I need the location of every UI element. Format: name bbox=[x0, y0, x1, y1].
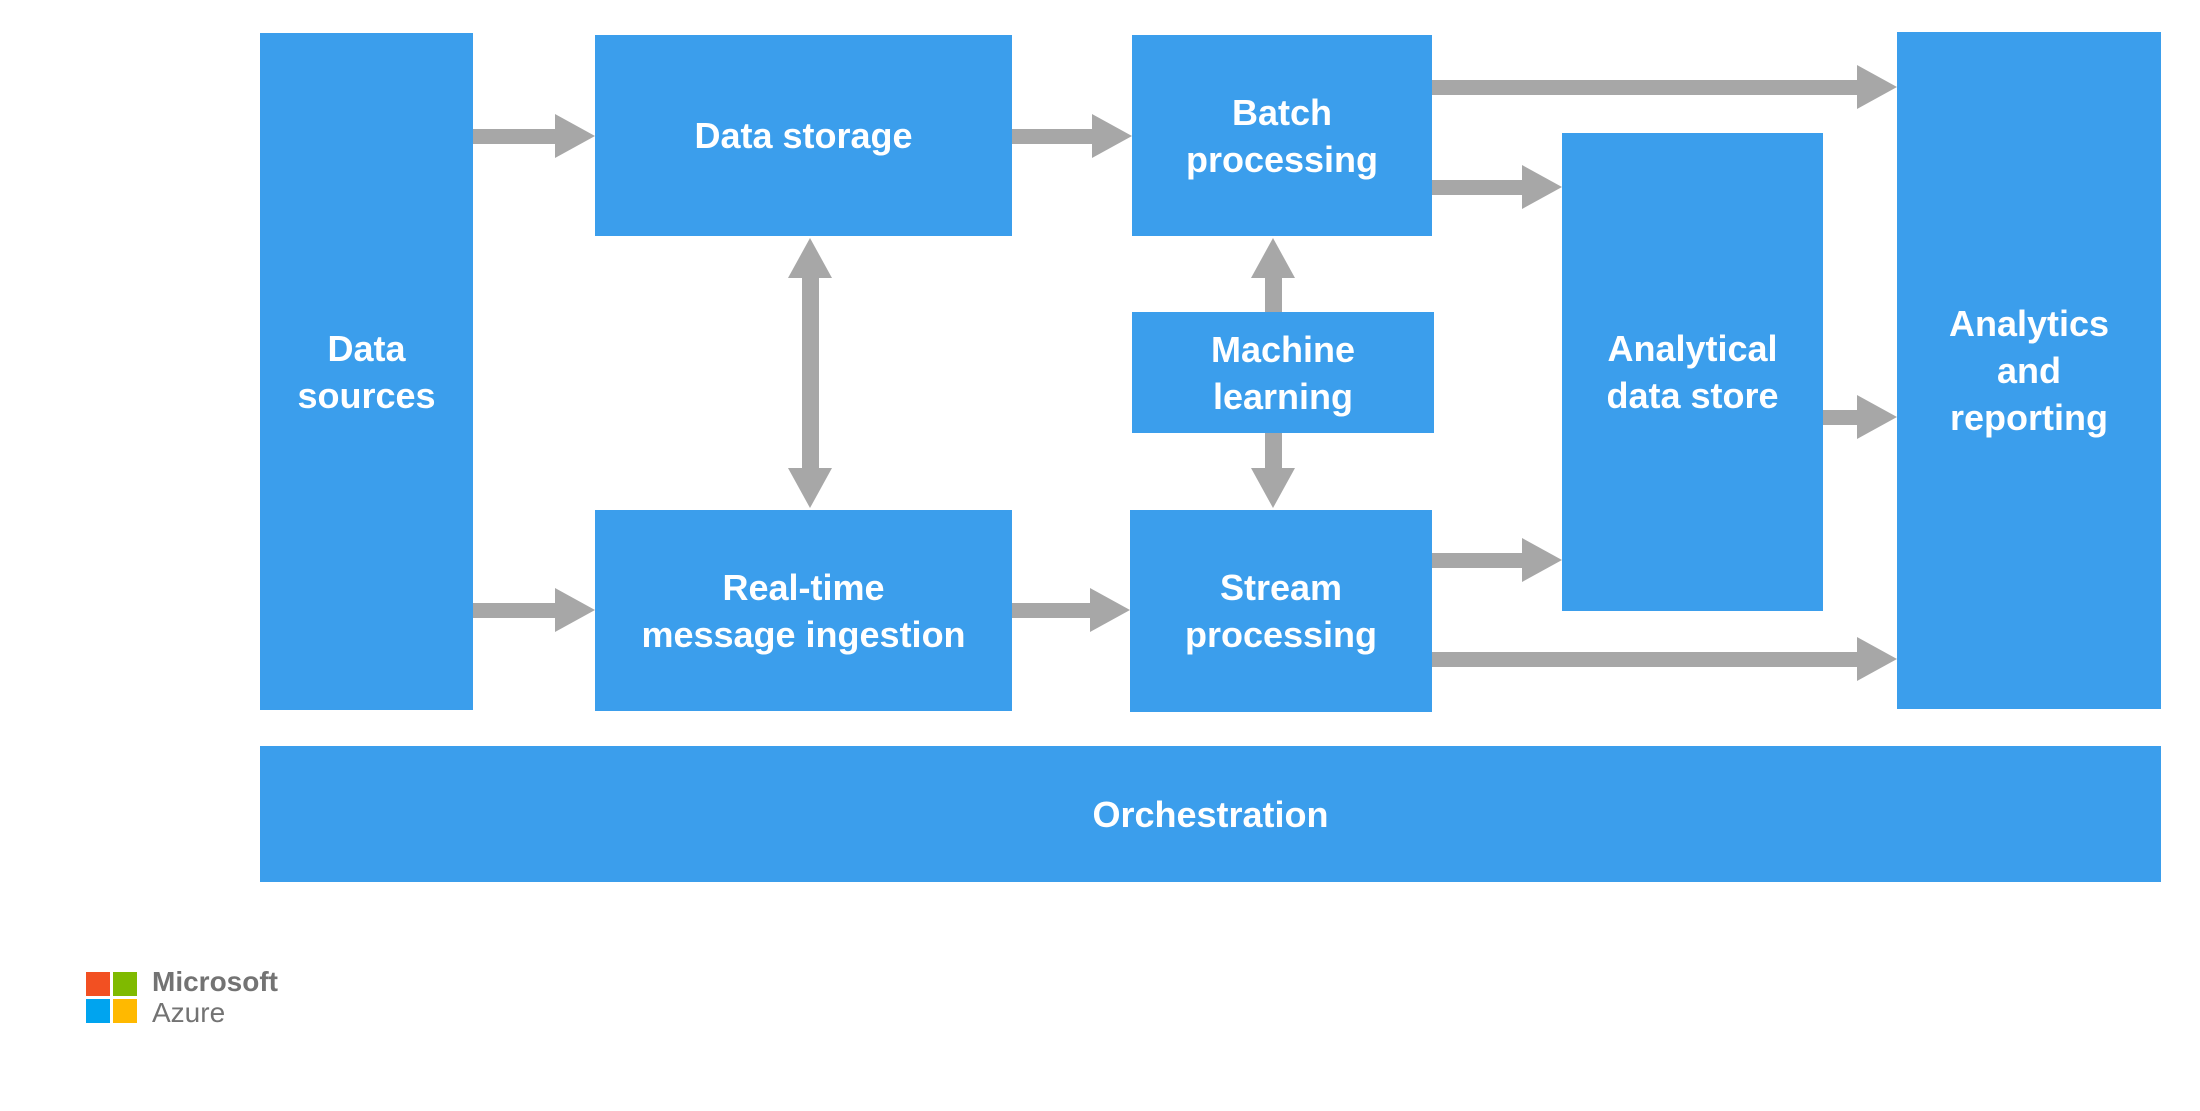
node-label-real-time-message-ingestion: Real-time message ingestion bbox=[641, 566, 966, 655]
arrow-batch-processing-to-analytical-data-store bbox=[1432, 165, 1562, 209]
arrow-batch-processing-to-analytics-and-reporting bbox=[1432, 65, 1897, 109]
node-label-data-storage: Data storage bbox=[694, 115, 913, 156]
arrow-shaft bbox=[473, 128, 555, 144]
arrow-stream-processing-to-analytics-and-reporting bbox=[1432, 637, 1897, 681]
node-label-batch-processing: Batch processing bbox=[1185, 91, 1379, 180]
arrow-shaft bbox=[473, 602, 555, 618]
logo-brand-text: Microsoft bbox=[152, 966, 278, 997]
arrow-analytical-data-store-to-analytics-and-reporting bbox=[1823, 395, 1897, 439]
microsoft-azure-logo: Microsoft Azure bbox=[86, 966, 278, 1028]
node-analytical-data-store: Analytical data store bbox=[1562, 133, 1823, 611]
arrow-shaft bbox=[1432, 79, 1857, 95]
node-real-time-message-ingestion: Real-time message ingestion bbox=[595, 510, 1012, 711]
arrow-shaft bbox=[1432, 179, 1522, 195]
node-analytics-and-reporting: Analytics and reporting bbox=[1897, 32, 2161, 709]
arrow-shaft bbox=[1823, 409, 1857, 425]
arrow-head-right-icon bbox=[1857, 395, 1897, 439]
node-batch-processing: Batch processing bbox=[1132, 35, 1432, 236]
arrow-shaft bbox=[1264, 433, 1282, 468]
node-machine-learning: Machine learning bbox=[1132, 312, 1434, 433]
arrow-shaft bbox=[1432, 552, 1522, 568]
arrow-data-storage-real-time-ingestion-bidirectional bbox=[788, 238, 832, 508]
microsoft-logo-blue-square bbox=[86, 998, 110, 1023]
arrow-shaft bbox=[1264, 278, 1282, 312]
arrow-shaft bbox=[1432, 651, 1857, 667]
node-label-orchestration: Orchestration bbox=[1092, 793, 1329, 835]
arrow-head-right-icon bbox=[555, 588, 595, 632]
microsoft-azure-wordmark: Microsoft Azure bbox=[152, 966, 278, 1028]
arrow-head-up-icon bbox=[788, 238, 832, 278]
arrow-head-right-icon bbox=[1857, 65, 1897, 109]
node-label-data-sources: Data sources bbox=[297, 327, 436, 416]
node-label-analytical-data-store: Analytical data store bbox=[1606, 328, 1779, 416]
arrow-head-down-icon bbox=[1251, 468, 1295, 508]
microsoft-logo-green-square bbox=[113, 971, 137, 996]
node-label-analytics-and-reporting: Analytics and reporting bbox=[1948, 303, 2110, 438]
node-stream-processing: Stream processing bbox=[1130, 510, 1432, 712]
microsoft-logo-red-square bbox=[86, 971, 110, 996]
arrow-head-right-icon bbox=[555, 114, 595, 158]
arrow-stream-processing-to-analytical-data-store bbox=[1432, 538, 1562, 582]
microsoft-logo-yellow-square bbox=[113, 998, 137, 1023]
arrow-machine-learning-to-stream-processing bbox=[1251, 433, 1295, 508]
microsoft-logo-icon bbox=[86, 971, 137, 1023]
arrow-data-sources-to-real-time-message-ingestion bbox=[473, 588, 595, 632]
arrow-data-storage-to-batch-processing bbox=[1012, 114, 1132, 158]
node-data-storage: Data storage bbox=[595, 35, 1012, 236]
arrow-head-right-icon bbox=[1522, 165, 1562, 209]
arrow-head-right-icon bbox=[1857, 637, 1897, 681]
node-data-sources: Data sources bbox=[260, 33, 473, 710]
arrow-data-sources-to-data-storage bbox=[473, 114, 595, 158]
arrow-shaft bbox=[1012, 128, 1092, 144]
arrow-machine-learning-to-batch-processing bbox=[1251, 238, 1295, 312]
arrow-head-up-icon bbox=[1251, 238, 1295, 278]
arrow-real-time-message-ingestion-to-stream-processing bbox=[1012, 588, 1130, 632]
node-label-stream-processing: Stream processing bbox=[1184, 567, 1378, 655]
node-orchestration: Orchestration bbox=[260, 746, 2161, 882]
arrow-head-right-icon bbox=[1092, 114, 1132, 158]
arrow-head-right-icon bbox=[1522, 538, 1562, 582]
arrow-shaft bbox=[1012, 602, 1090, 618]
arrow-shaft bbox=[801, 278, 819, 468]
logo-product-text: Azure bbox=[152, 997, 226, 1028]
node-label-machine-learning: Machine learning bbox=[1210, 328, 1356, 417]
arrow-head-right-icon bbox=[1090, 588, 1130, 632]
arrow-head-down-icon bbox=[788, 468, 832, 508]
